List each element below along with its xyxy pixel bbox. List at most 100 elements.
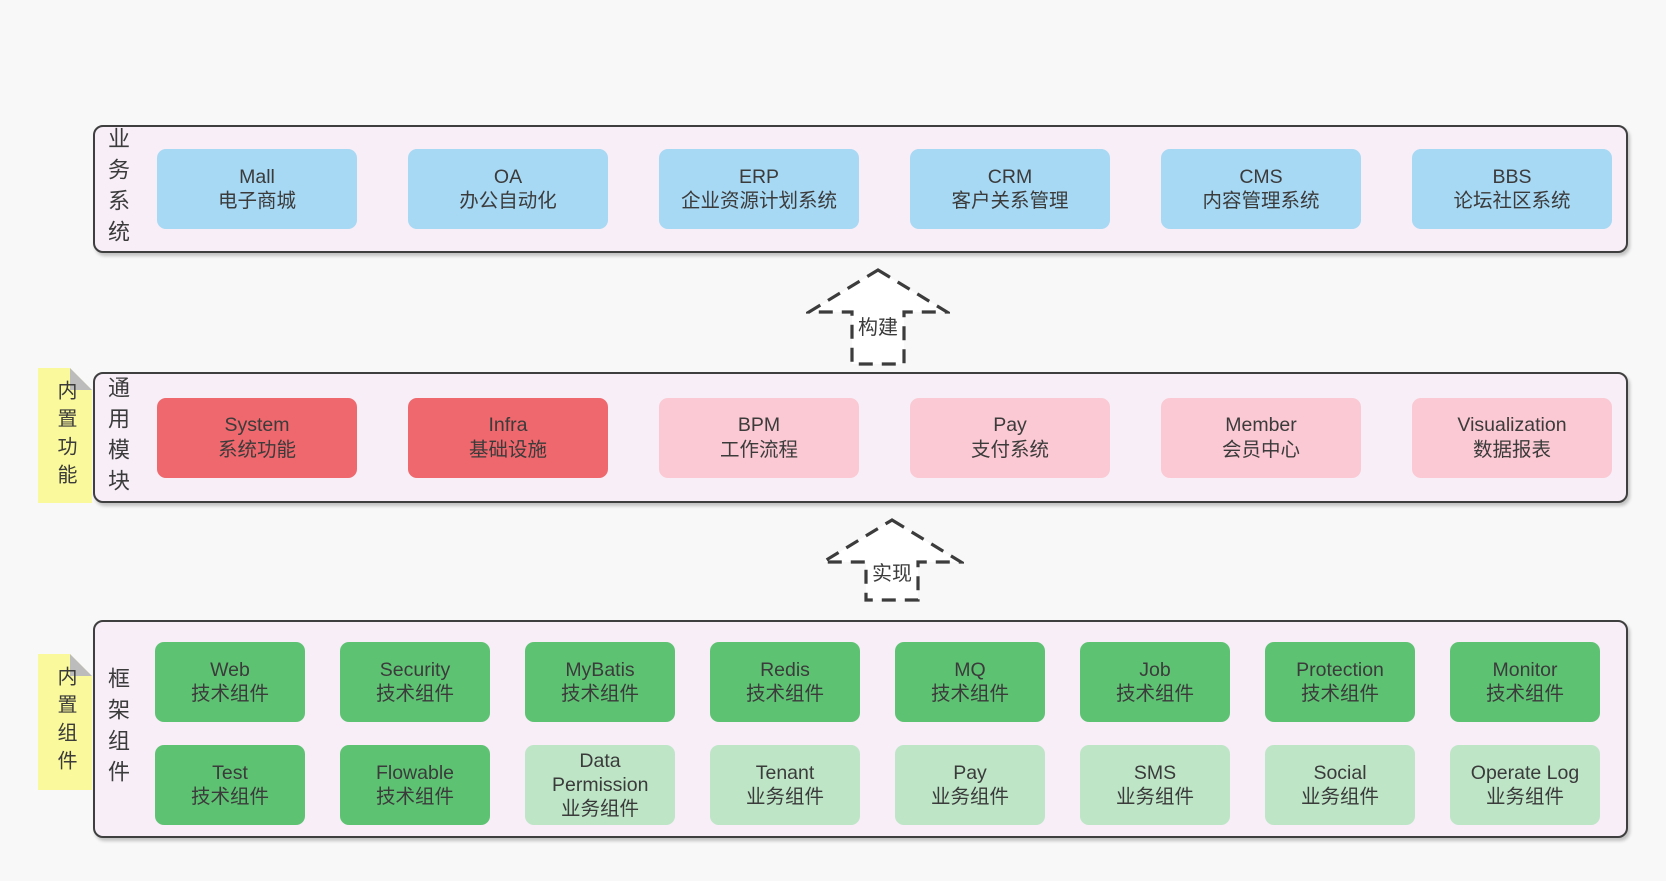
box-infra-subtitle: 基础设施 xyxy=(468,438,547,461)
box-monitor-title: Monitor xyxy=(1492,658,1558,681)
box-tenant: Tenant 业务组件 xyxy=(710,745,860,825)
box-cms: CMS 内容管理系统 xyxy=(1161,149,1361,229)
box-oa: OA 办公自动化 xyxy=(408,149,608,229)
box-pay-subtitle: 支付系统 xyxy=(970,438,1049,461)
box-member-subtitle: 会员中心 xyxy=(1221,438,1300,461)
box-crm-subtitle: 客户关系管理 xyxy=(951,190,1069,212)
box-job-subtitle: 技术组件 xyxy=(1115,683,1194,705)
box-mq-subtitle: 技术组件 xyxy=(930,683,1009,705)
box-monitor: Monitor 技术组件 xyxy=(1450,642,1600,722)
box-social: Social 业务组件 xyxy=(1265,745,1415,825)
box-sms-title: SMS xyxy=(1133,761,1177,784)
box-operate-log-title: Operate Log xyxy=(1470,761,1580,784)
box-visualization: Visualization 数据报表 xyxy=(1412,397,1612,478)
box-bpm-subtitle: 工作流程 xyxy=(719,438,798,461)
box-social-subtitle: 业务组件 xyxy=(1300,786,1379,808)
box-visualization-title: Visualization xyxy=(1457,414,1567,437)
box-oa-title: OA xyxy=(493,165,523,188)
box-social-title: Social xyxy=(1313,761,1367,784)
sticky-built-in-features: 内置功能 xyxy=(38,368,92,503)
box-tenant-title: Tenant xyxy=(755,761,815,784)
box-bpm: BPM 工作流程 xyxy=(659,397,859,478)
box-protection-subtitle: 技术组件 xyxy=(1300,683,1379,705)
arrow-implement-label: 实现 xyxy=(869,557,915,586)
box-mall-title: Mall xyxy=(239,165,275,188)
box-mq: MQ 技术组件 xyxy=(895,642,1045,722)
box-erp-subtitle: 企业资源计划系统 xyxy=(680,190,837,212)
box-security-title: Security xyxy=(379,658,451,681)
box-crm-title: CRM xyxy=(987,165,1033,188)
layer-framework-components: 框架组件 Web 技术组件 Security 技术组件 MyBatis 技术组件… xyxy=(93,620,1628,838)
box-mall-subtitle: 电子商城 xyxy=(217,190,296,212)
box-security-subtitle: 技术组件 xyxy=(375,683,454,705)
arrow-implement: 实现 xyxy=(820,517,964,603)
sticky-built-in-features-label: 内置功能 xyxy=(54,379,76,492)
box-mybatis: MyBatis 技术组件 xyxy=(525,642,675,722)
box-web-title: Web xyxy=(210,658,250,681)
box-flowable-subtitle: 技术组件 xyxy=(375,786,454,808)
box-infra-title: Infra xyxy=(488,414,528,437)
box-security: Security 技术组件 xyxy=(340,642,490,722)
box-system-title: System xyxy=(224,414,290,437)
box-mybatis-title: MyBatis xyxy=(565,658,635,681)
box-data-permission-subtitle: 业务组件 xyxy=(560,798,639,821)
box-flowable-title: Flowable xyxy=(375,761,455,784)
box-oa-subtitle: 办公自动化 xyxy=(459,190,557,212)
box-bbs-title: BBS xyxy=(1492,165,1532,188)
box-system: System 系统功能 xyxy=(157,397,357,478)
box-member: Member 会员中心 xyxy=(1161,397,1361,478)
box-bpm-title: BPM xyxy=(737,414,781,437)
box-web-subtitle: 技术组件 xyxy=(190,683,269,705)
box-mq-title: MQ xyxy=(954,658,986,681)
box-mybatis-subtitle: 技术组件 xyxy=(560,683,639,705)
box-pay: Pay 支付系统 xyxy=(910,397,1110,478)
box-cms-subtitle: 内容管理系统 xyxy=(1202,190,1320,212)
box-crm: CRM 客户关系管理 xyxy=(910,149,1110,229)
layer-business-systems: 业务系统 Mall 电子商城 OA 办公自动化 ERP 企业资源计划系统 CRM… xyxy=(93,125,1628,253)
box-test-title: Test xyxy=(212,761,248,784)
box-test: Test 技术组件 xyxy=(155,745,305,825)
box-pay-title: Pay xyxy=(993,414,1027,437)
box-erp-title: ERP xyxy=(738,165,780,188)
sticky-paper xyxy=(38,654,92,790)
box-protection: Protection 技术组件 xyxy=(1265,642,1415,722)
sticky-built-in-components-label: 内置组件 xyxy=(54,666,76,778)
box-flowable: Flowable 技术组件 xyxy=(340,745,490,825)
layer-modules-label: 通用模块 xyxy=(105,375,130,500)
box-redis-title: Redis xyxy=(760,658,810,681)
box-cms-title: CMS xyxy=(1239,165,1283,188)
box-bbs-subtitle: 论坛社区系统 xyxy=(1453,190,1571,212)
box-redis: Redis 技术组件 xyxy=(710,642,860,722)
box-test-subtitle: 技术组件 xyxy=(190,786,269,808)
box-member-title: Member xyxy=(1225,414,1297,437)
box-web: Web 技术组件 xyxy=(155,642,305,722)
box-sms: SMS 业务组件 xyxy=(1080,745,1230,825)
box-job-title: Job xyxy=(1139,658,1171,681)
box-pay-business-subtitle: 业务组件 xyxy=(930,786,1009,808)
box-bbs: BBS 论坛社区系统 xyxy=(1412,149,1612,229)
box-data-permission: Data Permission 业务组件 xyxy=(525,745,675,825)
box-erp: ERP 企业资源计划系统 xyxy=(659,149,859,229)
layer-business-label: 业务系统 xyxy=(105,127,130,251)
box-pay-business: Pay 业务组件 xyxy=(895,745,1045,825)
box-redis-subtitle: 技术组件 xyxy=(745,683,824,705)
box-pay-business-title: Pay xyxy=(953,761,987,784)
layer-framework-label: 框架组件 xyxy=(105,667,130,791)
sticky-built-in-components: 内置组件 xyxy=(38,654,92,790)
box-tenant-subtitle: 业务组件 xyxy=(745,786,824,808)
box-monitor-subtitle: 技术组件 xyxy=(1485,683,1564,705)
box-sms-subtitle: 业务组件 xyxy=(1115,786,1194,808)
box-system-subtitle: 系统功能 xyxy=(217,438,296,461)
box-job: Job 技术组件 xyxy=(1080,642,1230,722)
arrow-build-label: 构建 xyxy=(855,311,901,340)
layer-common-modules: 通用模块 System 系统功能 Infra 基础设施 BPM 工作流程 Pay… xyxy=(93,372,1628,503)
box-data-permission-title: Data Permission xyxy=(552,749,649,796)
box-mall: Mall 电子商城 xyxy=(157,149,357,229)
box-infra: Infra 基础设施 xyxy=(408,397,608,478)
sticky-paper xyxy=(38,368,92,503)
box-operate-log-subtitle: 业务组件 xyxy=(1485,786,1564,808)
box-protection-title: Protection xyxy=(1296,658,1384,681)
box-visualization-subtitle: 数据报表 xyxy=(1472,438,1551,461)
arrow-build: 构建 xyxy=(806,267,950,367)
